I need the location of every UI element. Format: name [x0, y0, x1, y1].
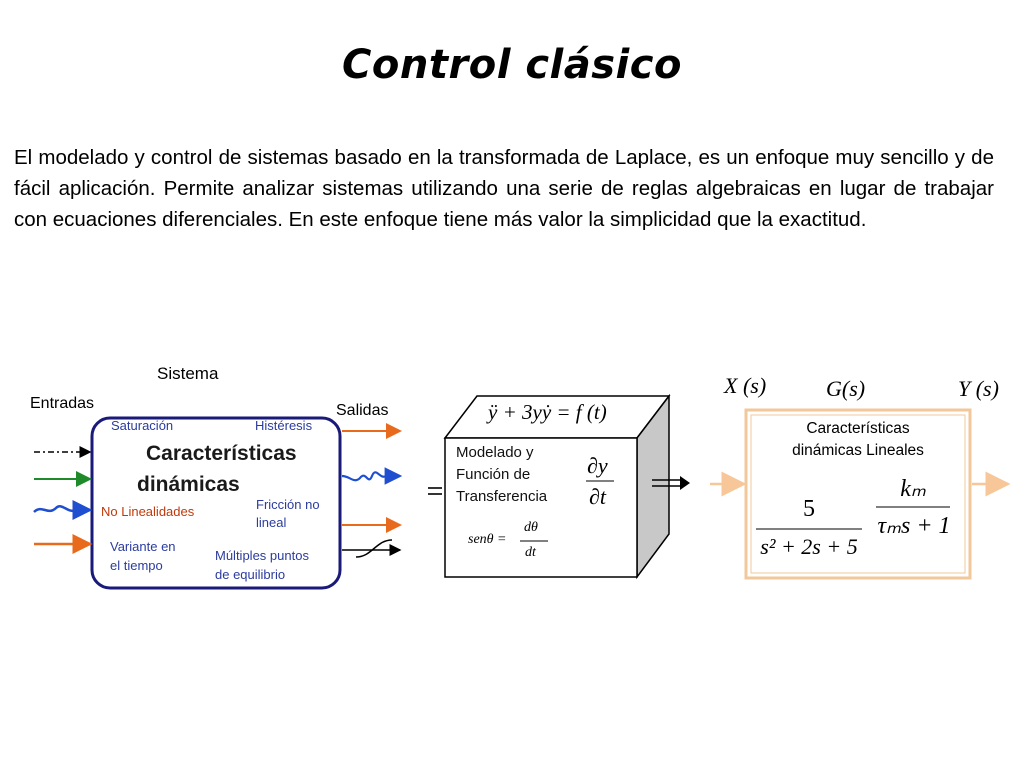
equilibrium-label: Múltiples puntos de equilibrio: [215, 548, 309, 582]
sin-numerator: dθ: [524, 520, 538, 535]
input-arrow-wavy: [33, 500, 93, 520]
input-signal-label: X (s): [724, 373, 767, 398]
tf1-numerator: 5: [803, 496, 815, 522]
sin-denominator: dt: [525, 545, 536, 560]
nonlinearities-label: No Linealidades: [101, 504, 195, 519]
hysteresis-label: Histéresis: [255, 418, 313, 433]
sin-equation-lhs: senθ =: [468, 532, 507, 547]
tf2-numerator: kₘ: [900, 476, 926, 502]
linear-dynamics-text: Características dinámicas Lineales: [792, 420, 924, 459]
outputs-label: Salidas: [336, 402, 389, 419]
tf-box: [744, 408, 972, 580]
output-signal-label: Y (s): [958, 376, 999, 401]
saturation-label: Saturación: [111, 418, 174, 433]
model-text: Modelado y Función de Transferencia: [456, 444, 548, 505]
slide-title: Control clásico: [342, 42, 682, 88]
tf1-denominator: s² + 2s + 5: [760, 534, 858, 559]
dynamic-characteristics-line1: Características: [146, 442, 297, 465]
time-variant-label: Variante en el tiempo: [110, 539, 176, 573]
tf2-denominator: τₘs + 1: [877, 513, 951, 539]
inputs-label: Entradas: [30, 395, 95, 412]
transfer-function-label: G(s): [826, 376, 866, 401]
partial-denominator: ∂t: [589, 484, 606, 509]
partial-numerator: ∂y: [587, 453, 608, 478]
cube-front: [444, 437, 638, 578]
friction-label: Fricción no lineal: [256, 497, 320, 530]
differential-equation: ÿ + 3yẏ = f (t): [488, 400, 607, 424]
system-label: Sistema: [157, 364, 219, 383]
output-arrow-wavy: [341, 467, 403, 485]
output-curve: [355, 539, 393, 558]
intro-paragraph: El modelado y control de sistemas basado…: [14, 146, 994, 231]
dynamic-characteristics-line2: dinámicas: [137, 473, 240, 496]
